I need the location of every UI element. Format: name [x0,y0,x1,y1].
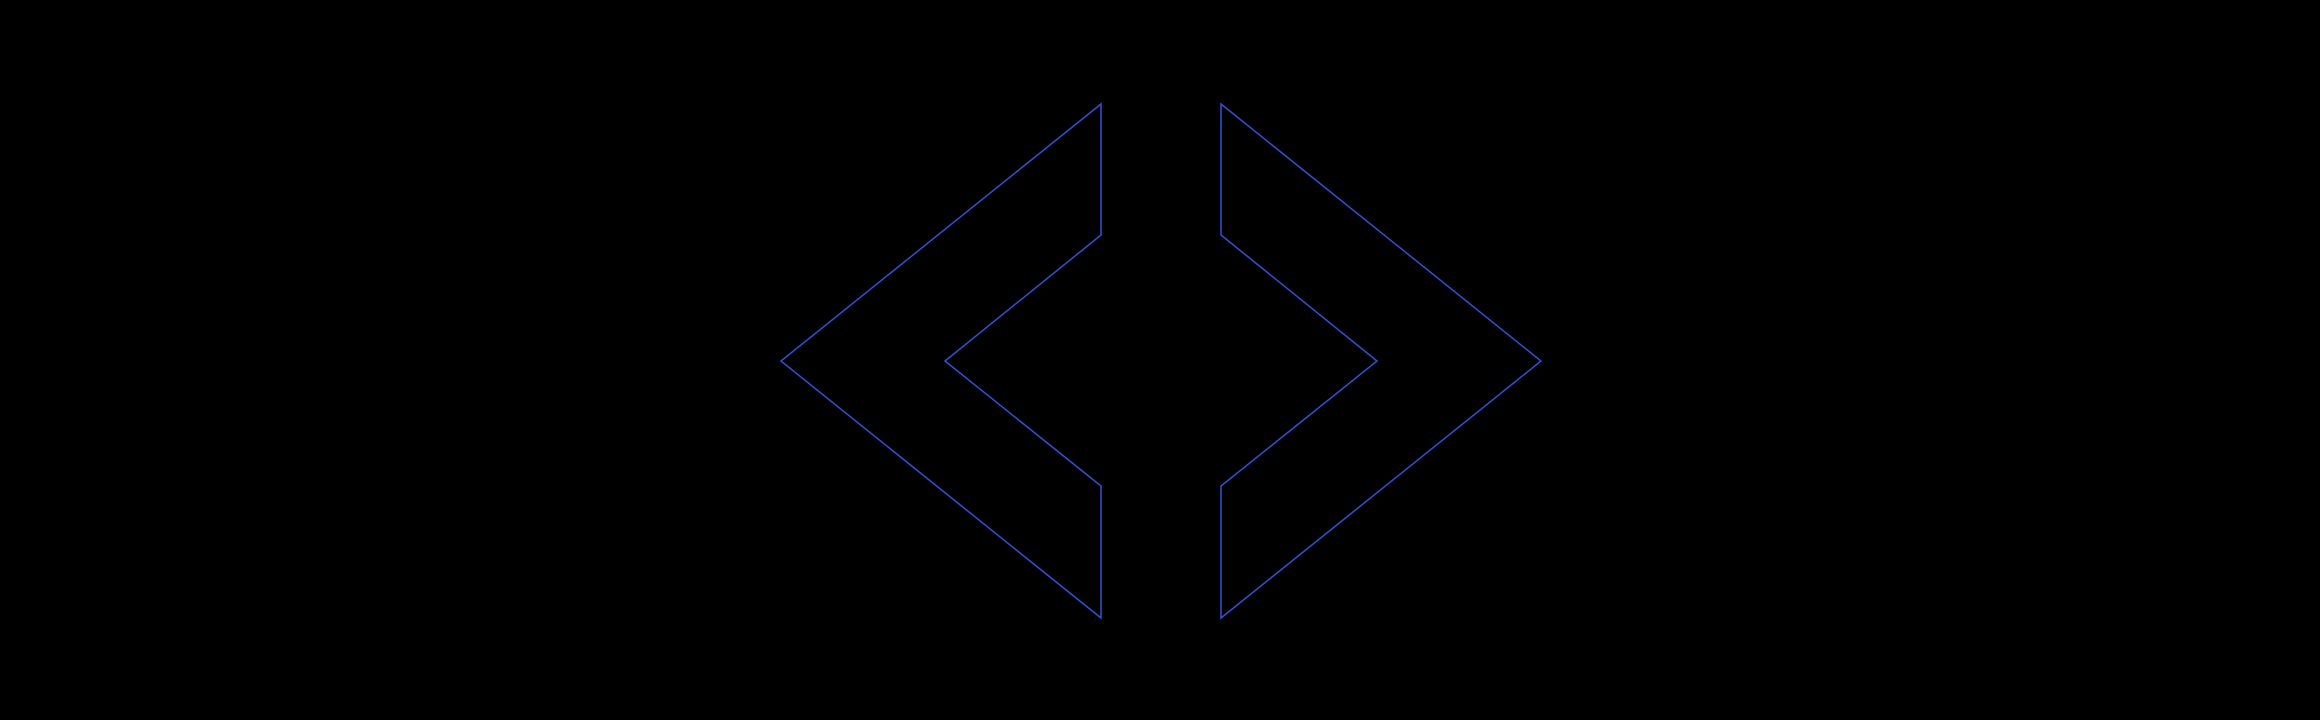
chevron-left-icon [779,102,1102,620]
chevron-right-icon [1220,102,1543,620]
